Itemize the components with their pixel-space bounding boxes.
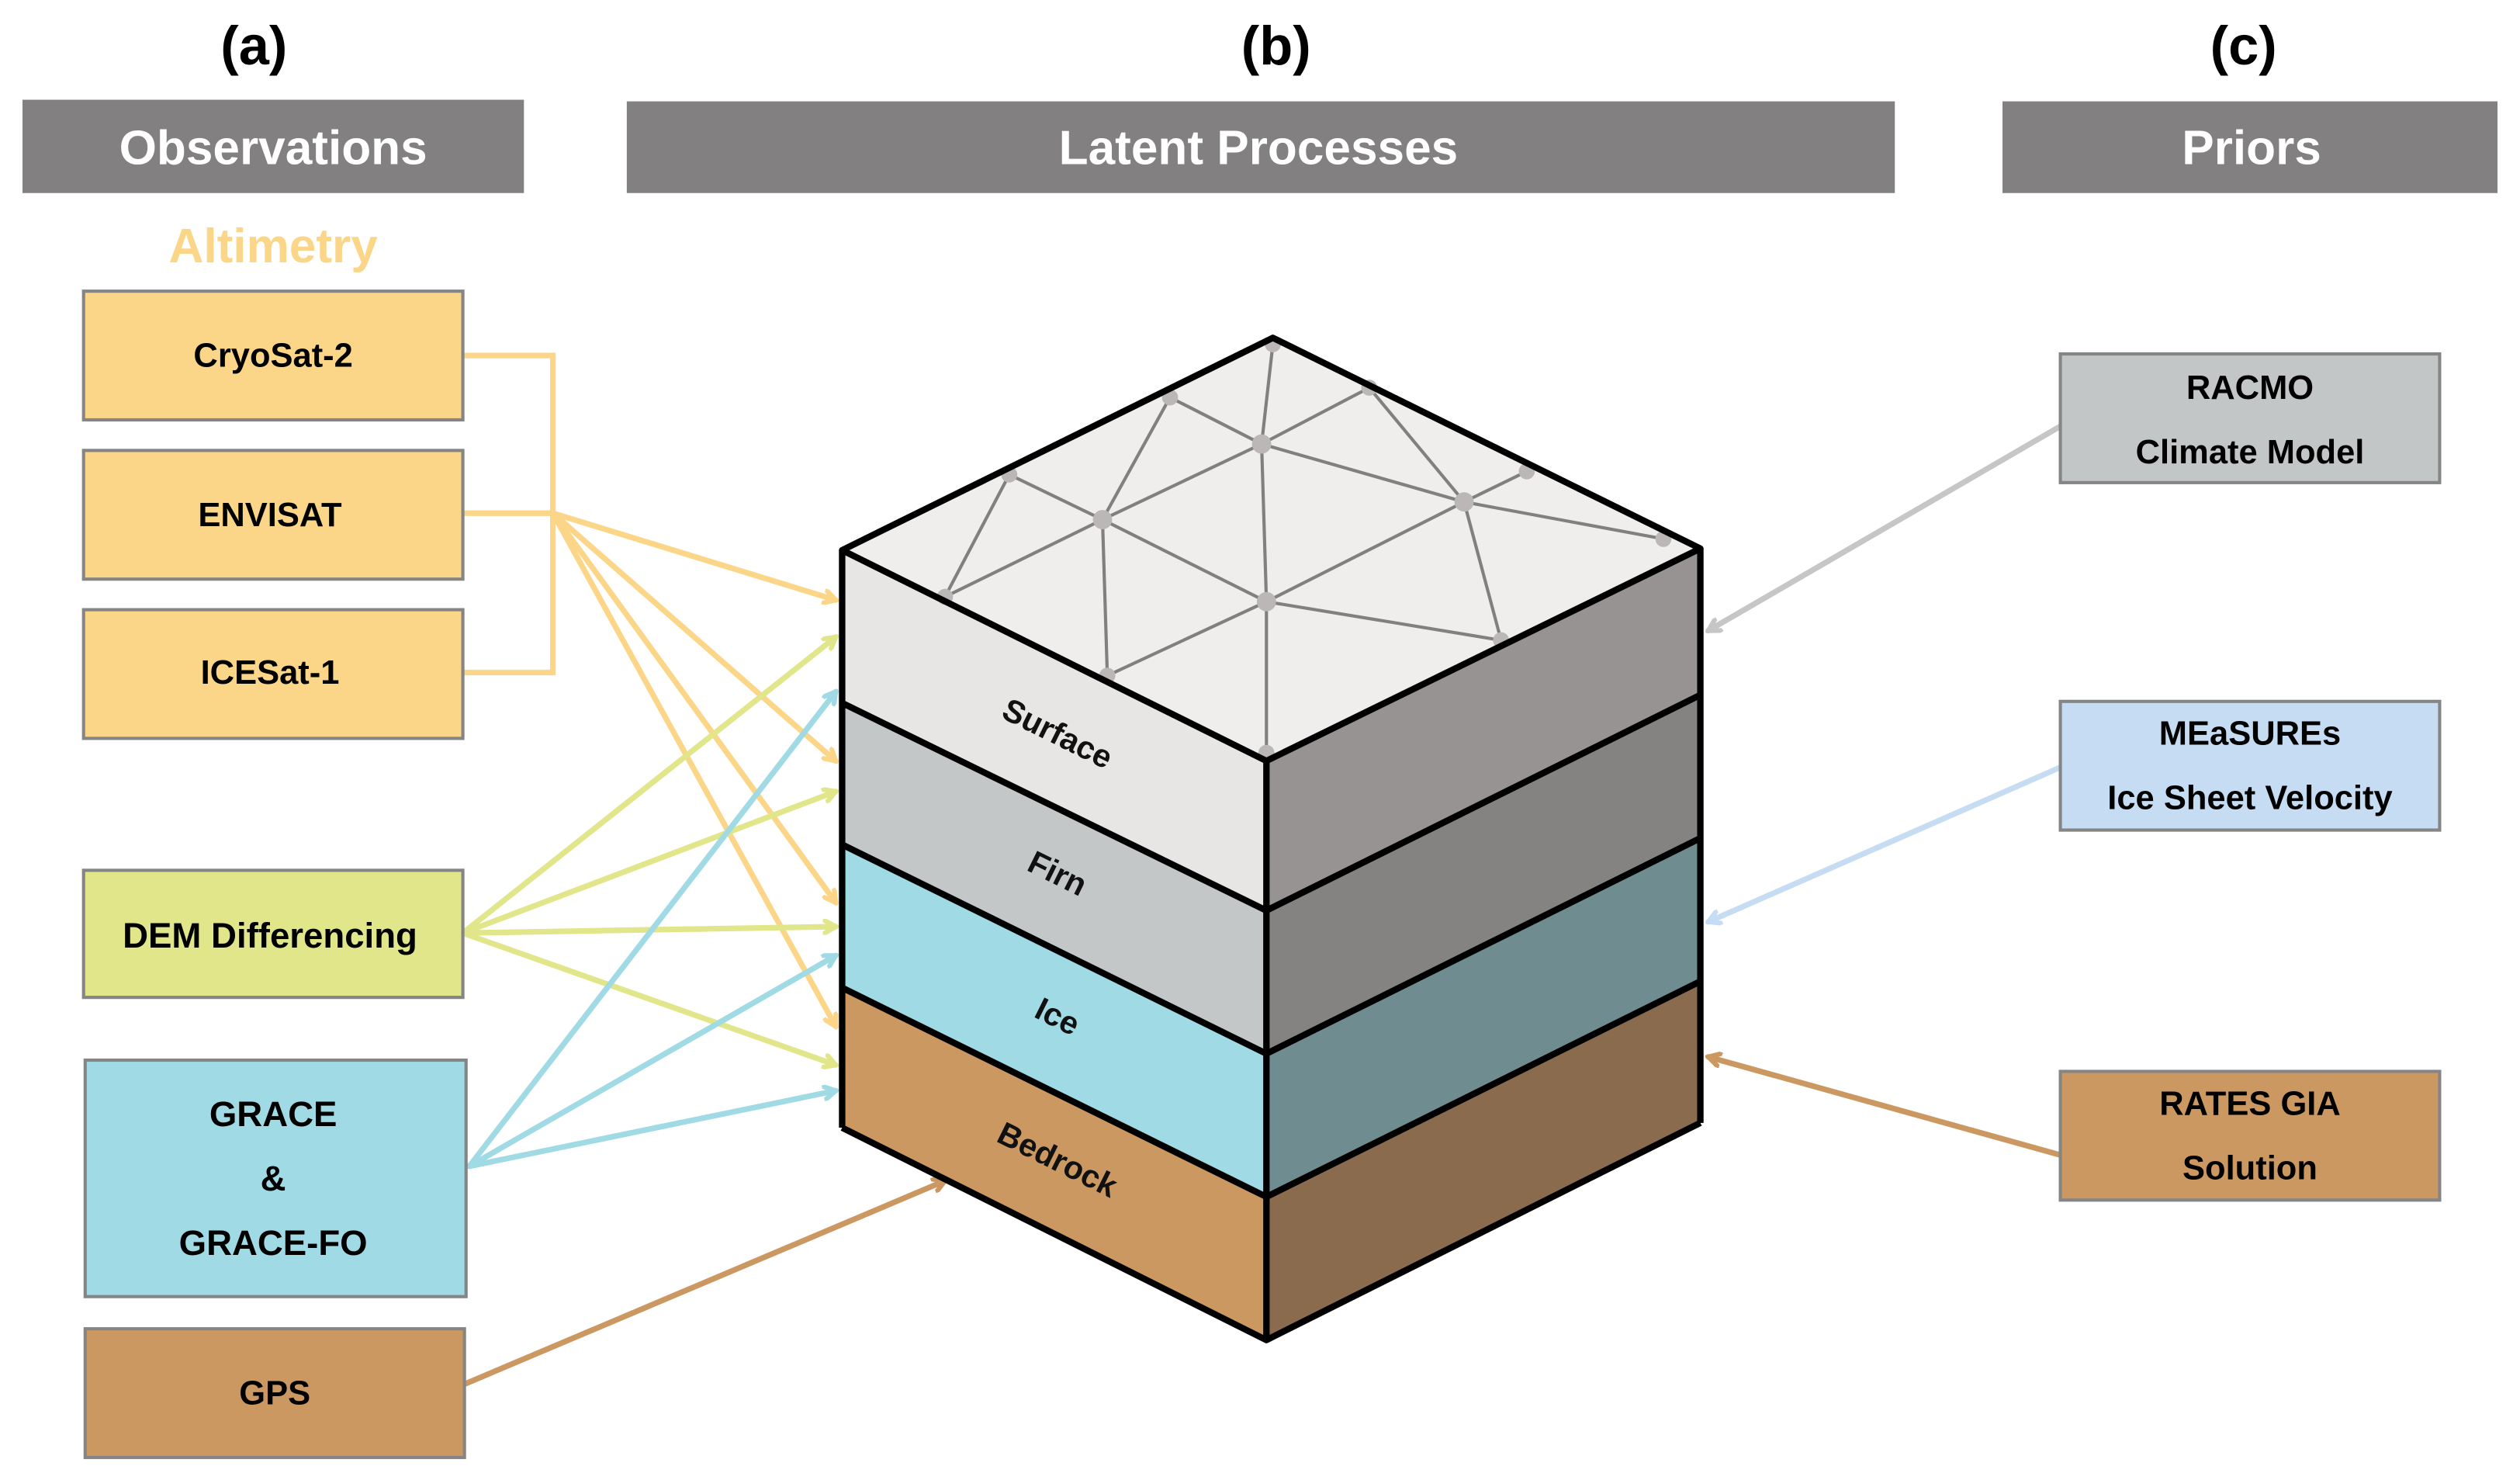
obs-box-icesat1[interactable]: ICESat-1: [84, 610, 463, 739]
prior-label-measures-line1: MEaSUREs: [2159, 716, 2341, 753]
obs-box-gps[interactable]: GPS: [85, 1329, 465, 1457]
obs-box-dem[interactable]: DEM Differencing: [84, 870, 463, 997]
dem-arrows: [463, 637, 836, 1065]
obs-box-grace[interactable]: GRACE & GRACE-FO: [85, 1060, 466, 1297]
header-label-priors: Priors: [2182, 121, 2321, 175]
header-latent-processes: Latent Processes: [627, 102, 1895, 193]
altimetry-group-label: Altimetry: [168, 220, 378, 273]
arrow-rates-bedrock: [1708, 1057, 2061, 1155]
arrow-grace-ice: [469, 955, 836, 1166]
arrow-racmo-surface: [1708, 426, 2061, 630]
latent-process-cube: Surface Firn Ice Bedrock: [842, 336, 1700, 1340]
prior-box-measures[interactable]: MEaSUREs Ice Sheet Velocity: [2061, 702, 2440, 830]
arrow-dem-firn: [463, 792, 836, 933]
arrow-gps-bedrock: [466, 1180, 945, 1383]
prior-box-rates[interactable]: RATES GIA Solution: [2061, 1072, 2440, 1201]
altimetry-arrows: [553, 513, 836, 1026]
panel-letter-c: (c): [2210, 15, 2277, 76]
prior-box-racmo[interactable]: RACMO Climate Model: [2061, 354, 2440, 483]
obs-label-dem: DEM Differencing: [123, 916, 417, 955]
obs-label-envisat: ENVISAT: [198, 497, 342, 534]
arrow-dem-bedrock: [463, 933, 836, 1065]
obs-label-gps: GPS: [239, 1375, 310, 1412]
header-label-observations: Observations: [119, 121, 428, 175]
prior-label-rates-line2: Solution: [2182, 1149, 2318, 1187]
obs-label-grace-line2: &: [261, 1159, 286, 1198]
header-observations: Observations: [22, 100, 524, 193]
obs-box-cryosat2[interactable]: CryoSat-2: [84, 291, 463, 420]
obs-label-grace-line3: GRACE-FO: [179, 1223, 368, 1263]
prior-label-measures-line2: Ice Sheet Velocity: [2107, 780, 2392, 817]
arrow-grace-bedrock: [469, 1090, 836, 1166]
panel-letter-a: (a): [220, 15, 287, 76]
obs-box-envisat[interactable]: ENVISAT: [84, 450, 463, 579]
arrow-dem-surface: [463, 637, 836, 933]
header-priors: Priors: [2002, 102, 2498, 193]
arrow-altimetry-bedrock: [553, 513, 836, 1026]
obs-label-cryosat2: CryoSat-2: [193, 338, 352, 375]
prior-label-racmo-line1: RACMO: [2186, 369, 2314, 407]
arrow-measures-ice: [1708, 768, 2061, 922]
prior-label-racmo-line2: Climate Model: [2136, 434, 2365, 471]
arrow-altimetry-firn: [553, 513, 836, 761]
header-label-latent-processes: Latent Processes: [1059, 121, 1459, 175]
obs-label-grace-line1: GRACE: [209, 1094, 338, 1134]
panel-letter-b: (b): [1241, 15, 1311, 76]
prior-label-rates-line1: RATES GIA: [2159, 1085, 2341, 1122]
obs-label-icesat1: ICESat-1: [201, 654, 340, 691]
